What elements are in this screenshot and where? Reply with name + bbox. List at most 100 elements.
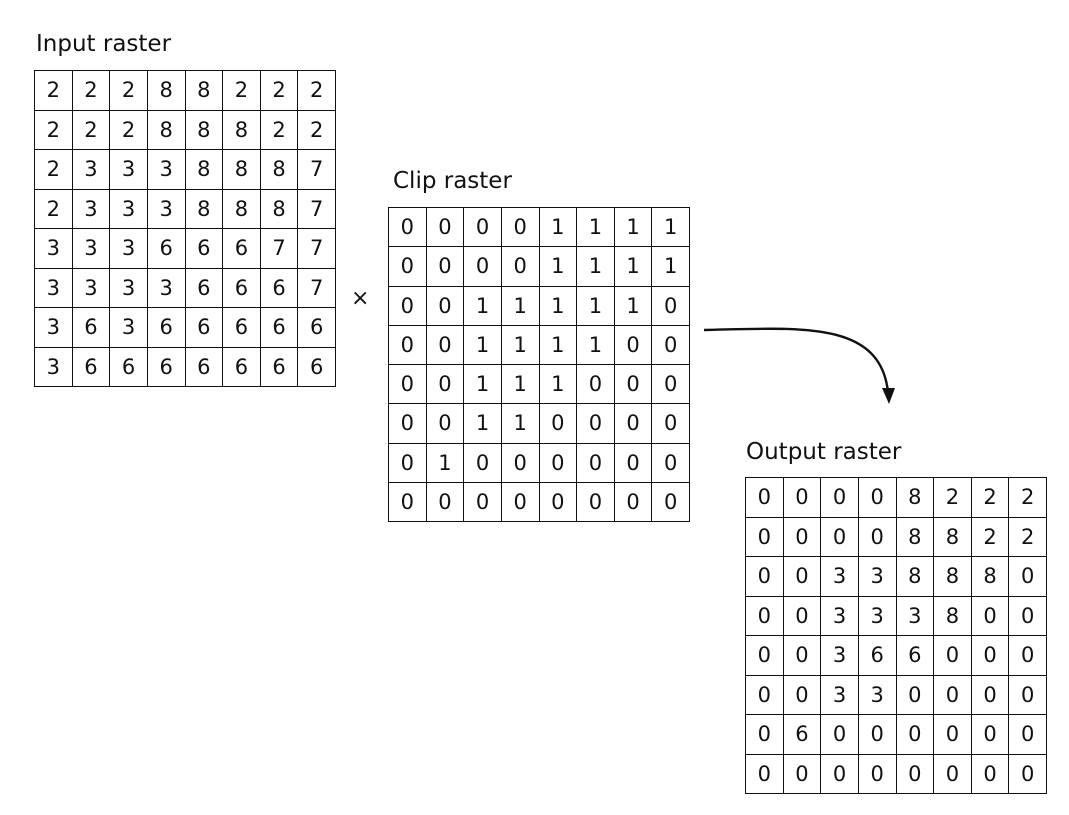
input-raster-cell: 2 — [71, 109, 111, 150]
clip-raster-cell: 0 — [425, 246, 465, 287]
clip-raster-cell: 0 — [651, 324, 690, 366]
input-raster-cell: 8 — [259, 188, 299, 229]
output-raster-cell: 0 — [745, 595, 784, 636]
clip-raster-cell: 1 — [613, 285, 653, 326]
clip-raster-cell: 0 — [500, 246, 540, 287]
output-raster-cell: 3 — [820, 635, 859, 676]
input-raster-cell: 2 — [34, 109, 73, 150]
clip-raster-cell: 0 — [613, 442, 653, 483]
output-raster-cell: 0 — [782, 477, 822, 518]
clip-raster-cell: 0 — [388, 481, 427, 523]
input-raster-cell: 6 — [146, 228, 186, 269]
input-raster-cell: 8 — [184, 109, 224, 150]
output-raster-cell: 0 — [745, 753, 784, 794]
output-raster-cell: 0 — [970, 674, 1010, 715]
clip-raster-cell: 0 — [613, 363, 653, 405]
input-raster-cell: 3 — [109, 228, 148, 269]
output-raster-cell: 0 — [933, 753, 972, 794]
output-raster-cell: 0 — [782, 674, 822, 715]
input-raster-cell: 6 — [146, 307, 186, 348]
input-raster-cell: 3 — [146, 267, 186, 308]
input-raster-cell: 2 — [259, 70, 299, 111]
output-raster-cell: 0 — [933, 674, 972, 715]
input-raster-cell: 6 — [146, 346, 186, 387]
output-raster-cell: 0 — [1008, 635, 1047, 676]
input-raster-cell: 2 — [34, 149, 73, 190]
output-raster-cell: 0 — [745, 556, 784, 597]
input-raster-cell: 3 — [109, 267, 148, 308]
clip-raster-cell: 0 — [613, 324, 653, 366]
clip-raster-cell: 0 — [500, 206, 540, 248]
output-raster-cell: 0 — [745, 674, 784, 715]
input-raster-cell: 7 — [259, 228, 299, 269]
output-raster-cell: 6 — [857, 635, 897, 676]
output-raster-cell: 0 — [857, 714, 897, 755]
input-raster-cell: 6 — [297, 307, 336, 348]
output-raster-cell: 3 — [820, 595, 859, 636]
input-raster-cell: 2 — [297, 109, 336, 150]
output-raster-cell: 0 — [782, 595, 822, 636]
input-raster-cell: 2 — [71, 70, 111, 111]
output-raster-cell: 0 — [820, 516, 859, 557]
output-raster-cell: 0 — [1008, 714, 1047, 755]
clip-raster-cell: 0 — [613, 403, 653, 444]
input-raster-cell: 7 — [297, 228, 336, 269]
output-raster-cell: 2 — [933, 477, 972, 518]
input-raster-cell: 3 — [34, 346, 73, 387]
output-raster-cell: 0 — [820, 477, 859, 518]
clip-raster-cell: 0 — [388, 246, 427, 287]
input-raster-cell: 3 — [71, 149, 111, 190]
clip-raster-cell: 0 — [613, 481, 653, 523]
output-raster-cell: 0 — [933, 714, 972, 755]
output-raster-cell: 8 — [895, 556, 935, 597]
input-raster-cell: 8 — [184, 70, 224, 111]
input-raster-cell: 6 — [259, 346, 299, 387]
input-raster-cell: 2 — [109, 70, 148, 111]
output-raster-cell: 8 — [970, 556, 1010, 597]
input-raster-cell: 2 — [109, 109, 148, 150]
clip-raster-cell: 1 — [576, 285, 615, 326]
output-raster-cell: 8 — [933, 595, 972, 636]
output-raster-cell: 8 — [933, 516, 972, 557]
output-raster-cell: 0 — [895, 714, 935, 755]
clip-raster-cell: 1 — [500, 403, 540, 444]
input-raster-cell: 8 — [222, 109, 261, 150]
clip-raster-cell: 1 — [500, 324, 540, 366]
clip-raster-cell: 0 — [651, 442, 690, 483]
clip-raster-cell: 0 — [425, 206, 465, 248]
clip-raster-cell: 0 — [576, 363, 615, 405]
input-raster-cell: 6 — [297, 346, 336, 387]
output-raster-cell: 2 — [970, 516, 1010, 557]
output-raster-cell: 0 — [857, 516, 897, 557]
input-raster-cell: 6 — [184, 267, 224, 308]
input-raster-cell: 8 — [184, 188, 224, 229]
clip-raster-cell: 0 — [576, 403, 615, 444]
output-raster-cell: 3 — [820, 556, 859, 597]
output-raster-cell: 2 — [970, 477, 1010, 518]
output-raster-cell: 0 — [970, 753, 1010, 794]
input-raster-cell: 6 — [109, 346, 148, 387]
clip-raster-cell: 0 — [388, 206, 427, 248]
output-raster-cell: 0 — [820, 753, 859, 794]
output-raster-cell: 0 — [820, 714, 859, 755]
output-raster-cell: 2 — [1008, 477, 1047, 518]
output-raster-cell: 0 — [970, 595, 1010, 636]
output-raster-cell: 0 — [1008, 556, 1047, 597]
input-raster-cell: 7 — [297, 267, 336, 308]
input-raster-cell: 3 — [109, 307, 148, 348]
output-raster-cell: 3 — [895, 595, 935, 636]
output-raster-label: Output raster — [746, 439, 902, 465]
clip-raster-cell: 0 — [538, 481, 578, 523]
clip-raster-cell: 0 — [425, 481, 465, 523]
clip-raster-cell: 1 — [651, 206, 690, 248]
input-raster-cell: 3 — [34, 307, 73, 348]
